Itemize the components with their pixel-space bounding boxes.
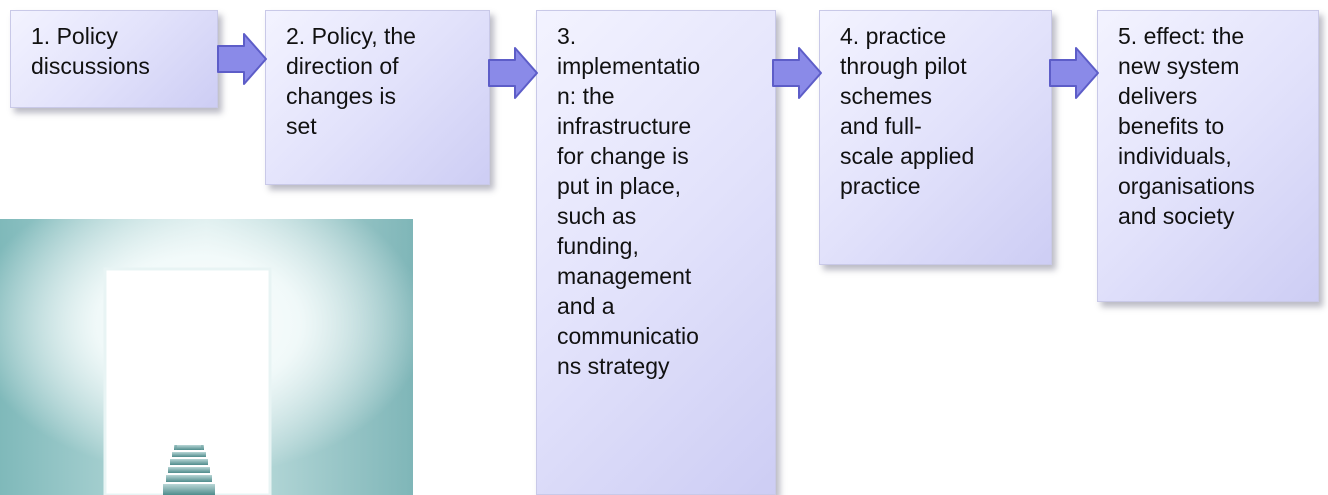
right-arrow-icon (1048, 46, 1100, 100)
right-arrow-icon (216, 32, 268, 86)
step-3-text: 3. implementatio n: the infrastructure f… (557, 23, 701, 379)
right-arrow-icon (487, 46, 539, 100)
step-5-text: 5. effect: the new system delivers benef… (1118, 23, 1255, 229)
right-arrow-icon (771, 46, 823, 100)
step-box-3: 3. implementatio n: the infrastructure f… (536, 10, 776, 495)
doorway-with-stairs-image (0, 219, 413, 495)
step-2-text: 2. Policy, the direction of changes is s… (286, 23, 416, 139)
step-box-2: 2. Policy, the direction of changes is s… (265, 10, 490, 185)
step-box-5: 5. effect: the new system delivers benef… (1097, 10, 1319, 302)
step-box-1: 1. Policy discussions (10, 10, 218, 108)
step-1-text: 1. Policy discussions (31, 23, 150, 79)
step-4-text: 4. practice through pilot schemes and fu… (840, 23, 975, 199)
step-box-4: 4. practice through pilot schemes and fu… (819, 10, 1052, 265)
